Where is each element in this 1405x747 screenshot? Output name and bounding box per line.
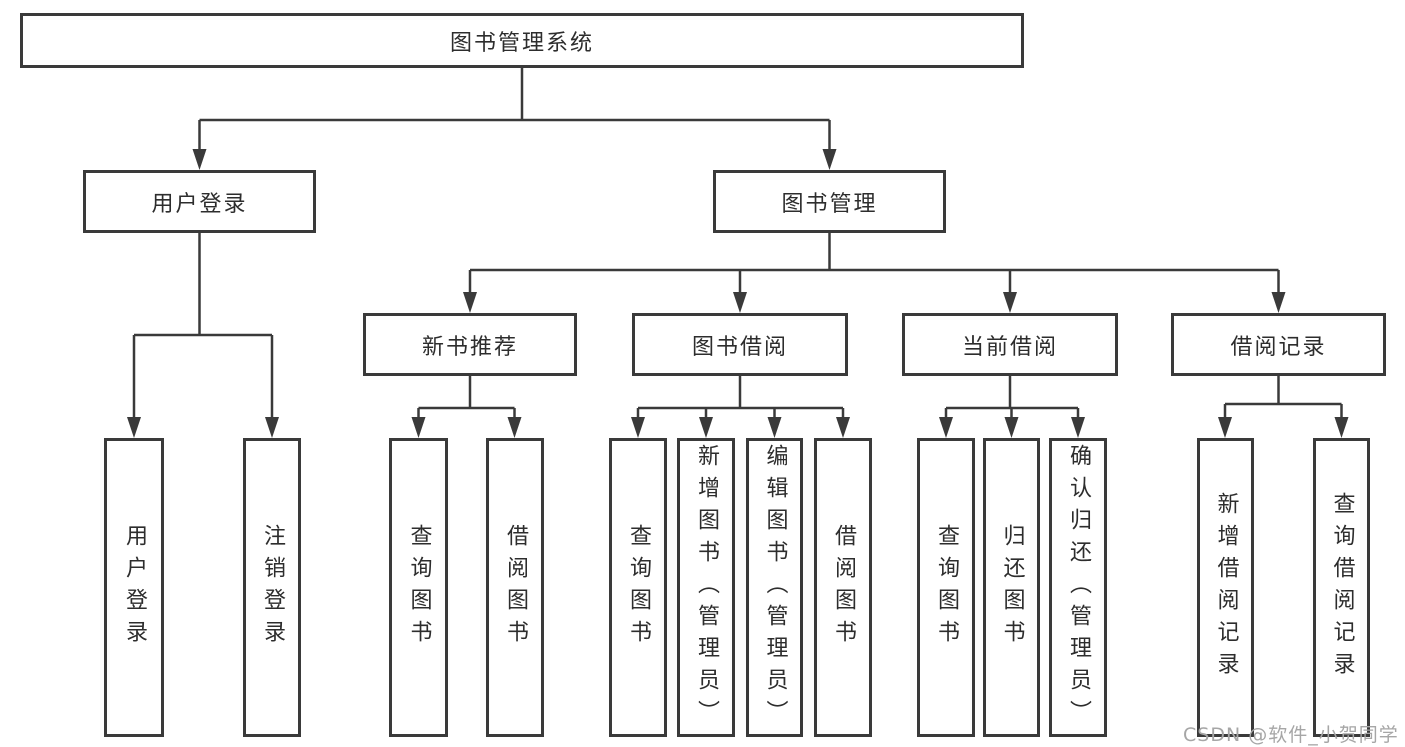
node-book-borrowing: 图书借阅 [632, 313, 848, 376]
leaf-cb-confirm-return-admin: 确认归还（管理员） [1049, 438, 1107, 737]
leaf-logout: 注销登录 [243, 438, 301, 737]
leaf-bb-add-books-admin: 新增图书（管理员） [677, 438, 735, 737]
leaf-cb-return-books: 归还图书 [983, 438, 1040, 737]
node-book-management: 图书管理 [713, 170, 946, 233]
node-new-book-recommendation: 新书推荐 [363, 313, 577, 376]
leaf-cb-query-books: 查询图书 [917, 438, 975, 737]
leaf-nb-query-books: 查询图书 [389, 438, 448, 737]
leaf-br-query-record: 查询借阅记录 [1313, 438, 1370, 737]
watermark: CSDN @软件_小贺同学 [1183, 724, 1399, 746]
leaf-bb-borrow-books: 借阅图书 [814, 438, 872, 737]
leaf-bb-query-books: 查询图书 [609, 438, 667, 737]
leaf-nb-borrow-books: 借阅图书 [486, 438, 544, 737]
node-borrowing-records: 借阅记录 [1171, 313, 1386, 376]
leaf-bb-edit-books-admin: 编辑图书（管理员） [746, 438, 803, 737]
node-root: 图书管理系统 [20, 13, 1024, 68]
leaf-br-add-record: 新增借阅记录 [1197, 438, 1254, 737]
node-user-login: 用户登录 [83, 170, 316, 233]
leaf-user-login: 用户登录 [104, 438, 164, 737]
node-current-borrowing: 当前借阅 [902, 313, 1118, 376]
